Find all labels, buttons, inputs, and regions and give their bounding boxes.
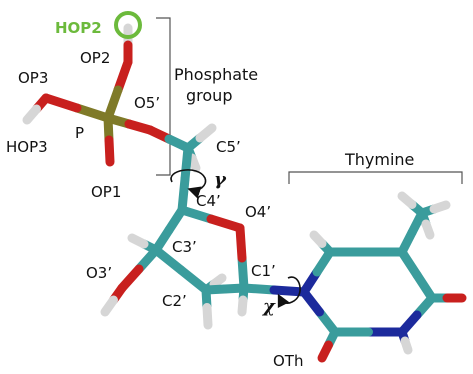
- bond-c2t-o2t-b: [317, 340, 333, 363]
- bond-cm-hmc-b: [421, 219, 435, 240]
- bond-c1-n1-b: [269, 285, 309, 297]
- bonds: [22, 23, 467, 363]
- label-o4: O4’: [245, 203, 271, 221]
- bond-c2t-n1-b: [299, 287, 324, 317]
- bond-c2-h2b-b: [209, 273, 227, 289]
- label-oth: OTh: [273, 352, 303, 369]
- label-hop2: HOP2: [55, 19, 102, 37]
- bond-c4-o4-a: [177, 205, 216, 224]
- bond-c3-c2-b: [176, 265, 211, 295]
- label-op3: OP3: [18, 69, 48, 87]
- label-c1: C1’: [251, 262, 276, 280]
- label-chi: χ: [261, 296, 276, 317]
- bond-c5-c4-b: [177, 174, 190, 215]
- label-hop3: HOP3: [6, 138, 48, 156]
- label-p: P: [75, 124, 84, 142]
- bond-c3-h3a-b: [127, 233, 149, 249]
- label-o3: O3’: [86, 264, 112, 282]
- bond-cm-hma-b: [397, 191, 417, 209]
- bond-c5-h5a-b: [195, 123, 217, 143]
- bond-op3-h3-b: [22, 104, 41, 125]
- bond-c5t-c4t-a: [397, 247, 422, 280]
- hop2-highlight-circle: [114, 11, 142, 39]
- bond-p-op3-a: [72, 103, 113, 123]
- label-c3: C3’: [172, 238, 197, 256]
- bond-c2-h2a-b: [202, 303, 213, 330]
- label-o5: O5’: [134, 94, 160, 112]
- phosphate-group-bracket: [156, 17, 171, 176]
- bond-c1-o4-b: [235, 223, 247, 263]
- bond-o3-ho3-b: [100, 295, 118, 317]
- label-c2: C2’: [162, 292, 187, 310]
- phosphate-group-title-line2: group: [186, 86, 232, 105]
- bond-n3-hn3-b: [400, 336, 413, 355]
- gamma-arrow-icon: [170, 169, 207, 199]
- chi-arrow-icon: [277, 276, 301, 309]
- bond-c6-h6-b: [309, 230, 327, 248]
- bond-op2-p-b: [103, 85, 123, 123]
- bond-c3-c2-a: [151, 245, 186, 275]
- bond-c5-h5b-b: [187, 153, 201, 173]
- thymine-group-title: Thymine: [344, 150, 414, 169]
- label-c5: C5’: [216, 138, 241, 156]
- label-gamma: γ: [214, 169, 227, 190]
- bond-c5t-c4t-b: [412, 270, 437, 303]
- bond-c4-o4-b: [206, 214, 245, 233]
- bond-cm-hmb-b: [429, 200, 451, 214]
- phosphate-group-title-line1: Phosphate: [174, 65, 258, 84]
- bond-p-op1-b: [104, 135, 115, 167]
- bond-op2-p-a: [113, 57, 133, 95]
- thymine-group-bracket: [288, 171, 463, 184]
- bond-c1-n1-a: [239, 283, 279, 295]
- label-c4: C4’: [196, 192, 221, 210]
- bond-c5-c4-a: [180, 143, 193, 184]
- label-op1: OP1: [91, 183, 121, 201]
- bond-c1-o4-a: [237, 253, 249, 293]
- bond-p-op3-b: [41, 93, 82, 113]
- label-op2: OP2: [80, 49, 110, 67]
- bond-c1-h1-b: [237, 295, 248, 317]
